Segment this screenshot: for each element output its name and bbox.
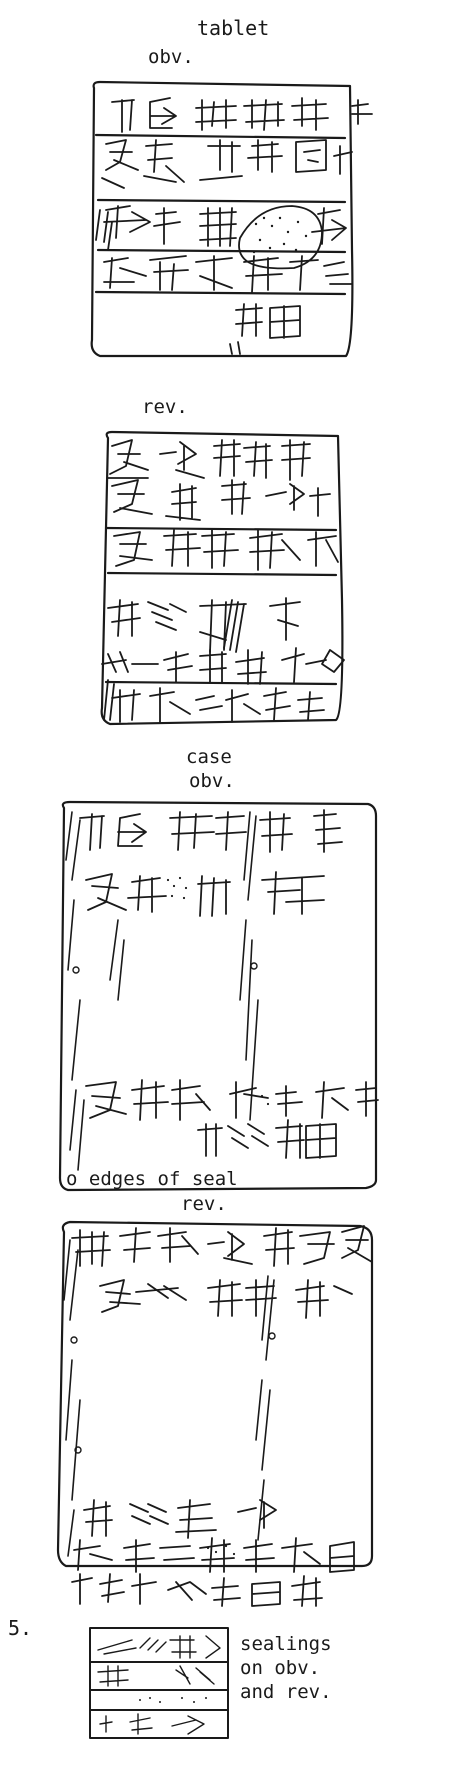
- line-number: 5.: [8, 1616, 33, 1640]
- sealings-note-line-3: and rev.: [240, 1681, 332, 1703]
- tablet-title: tablet: [197, 16, 270, 40]
- case-title: case: [186, 746, 232, 768]
- sealings-note-line-1: sealings: [240, 1633, 332, 1655]
- tablet-rev-label: rev.: [142, 396, 188, 418]
- tablet-obv-label: obv.: [148, 46, 194, 68]
- case-rev-label: rev.: [181, 1193, 227, 1215]
- seal-edges-note: o edges of seal: [66, 1168, 238, 1190]
- sealings-note-line-2: on obv.: [240, 1657, 321, 1679]
- case-obv-label: obv.: [189, 770, 235, 792]
